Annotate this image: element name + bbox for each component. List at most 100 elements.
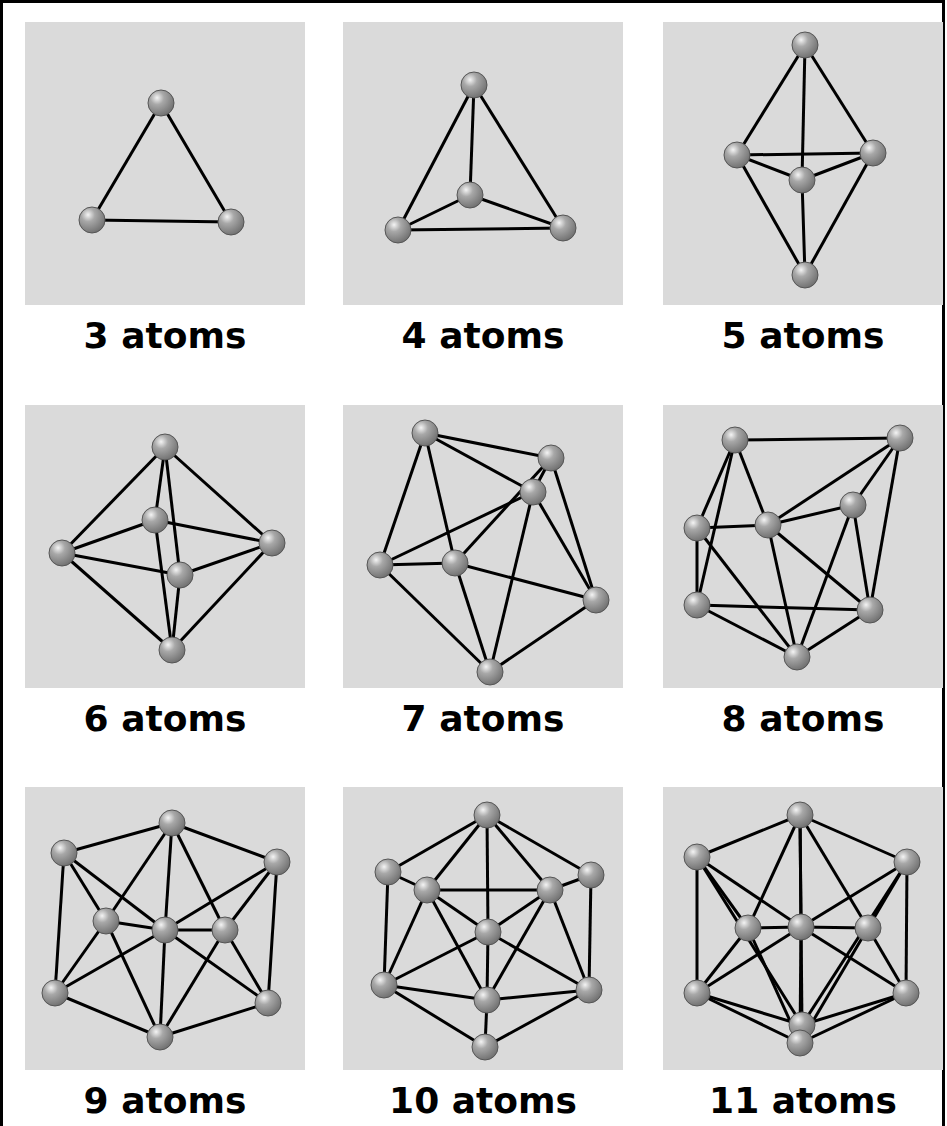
- bond-line: [165, 447, 180, 575]
- bond-line: [106, 823, 172, 921]
- bond-line: [487, 890, 550, 1000]
- panel-background: [343, 22, 623, 305]
- atom-sphere: [788, 914, 814, 940]
- bond-line: [802, 180, 805, 275]
- bond-line: [735, 438, 900, 440]
- atom-sphere: [784, 644, 810, 670]
- cluster-illustration: [663, 787, 943, 1070]
- atom-sphere: [538, 445, 564, 471]
- bond-line: [384, 985, 487, 1000]
- bond-line: [398, 85, 474, 230]
- atom-sphere: [93, 908, 119, 934]
- panel-background: [25, 405, 305, 688]
- bond-line: [805, 153, 873, 275]
- atom-sphere: [860, 140, 886, 166]
- cluster-caption: 10 atoms: [343, 1081, 623, 1121]
- atom-sphere: [461, 72, 487, 98]
- cluster-panel: 4 atoms: [343, 22, 623, 356]
- panel-background: [343, 405, 623, 688]
- bond-line: [62, 553, 180, 575]
- atom-sphere: [550, 215, 576, 241]
- cluster-caption: 11 atoms: [663, 1081, 943, 1121]
- bond-line: [155, 520, 172, 650]
- bond-line: [62, 520, 155, 553]
- bond-line: [92, 103, 161, 220]
- atom-sphere: [894, 849, 920, 875]
- bond-line: [55, 930, 165, 993]
- atom-sphere: [722, 427, 748, 453]
- bond-line: [735, 440, 768, 525]
- bond-line: [384, 985, 485, 1047]
- bond-line: [55, 853, 64, 993]
- bond-line: [697, 528, 797, 657]
- atom-sphere: [583, 587, 609, 613]
- bond-line: [800, 815, 868, 928]
- bond-line: [697, 605, 797, 657]
- bond-line: [697, 605, 870, 610]
- bond-line: [384, 872, 388, 985]
- atom-sphere: [49, 540, 75, 566]
- atom-sphere: [412, 420, 438, 446]
- panel-background: [663, 22, 943, 305]
- atom-sphere: [684, 592, 710, 618]
- atom-sphere: [79, 207, 105, 233]
- atom-sphere: [42, 980, 68, 1006]
- bond-line: [697, 857, 802, 1025]
- bond-line: [160, 930, 165, 1037]
- atom-sphere: [475, 919, 501, 945]
- bond-line: [801, 927, 906, 993]
- bond-line: [697, 993, 800, 1043]
- atom-sphere: [578, 862, 604, 888]
- atom-sphere: [755, 512, 781, 538]
- cluster-illustration: [25, 405, 305, 688]
- atom-sphere: [472, 1034, 498, 1060]
- atom-sphere: [684, 980, 710, 1006]
- cluster-panel: 9 atoms: [25, 787, 305, 1121]
- atom-sphere: [787, 802, 813, 828]
- bond-line: [388, 815, 487, 872]
- bond-line: [551, 458, 596, 600]
- bond-line: [737, 153, 873, 155]
- bond-line: [165, 823, 172, 930]
- bond-line: [384, 890, 427, 985]
- cluster-illustration: [663, 22, 943, 305]
- cluster-caption: 8 atoms: [663, 699, 943, 739]
- atom-sphere: [855, 915, 881, 941]
- cluster-panel: 5 atoms: [663, 22, 943, 356]
- cluster-panel: 11 atoms: [663, 787, 943, 1121]
- bond-line: [165, 447, 272, 543]
- cluster-illustration: [25, 787, 305, 1070]
- panel-background: [25, 22, 305, 305]
- bond-line: [488, 932, 589, 990]
- bond-line: [427, 889, 550, 892]
- bond-line: [802, 993, 906, 1025]
- atom-sphere: [520, 479, 546, 505]
- cluster-illustration: [663, 405, 943, 688]
- bond-line: [165, 930, 268, 1003]
- bond-line: [768, 438, 900, 525]
- bond-line: [487, 815, 488, 932]
- bond-line: [797, 505, 853, 657]
- atom-sphere: [159, 637, 185, 663]
- bond-line: [172, 543, 272, 650]
- bond-line: [425, 433, 551, 458]
- bond-line: [427, 890, 487, 1000]
- bond-line: [853, 505, 870, 610]
- bond-line: [427, 815, 487, 890]
- cluster-caption: 6 atoms: [25, 699, 305, 739]
- bond-line: [92, 220, 231, 222]
- cluster-caption: 3 atoms: [25, 316, 305, 356]
- atom-sphere: [255, 990, 281, 1016]
- bond-line: [801, 862, 907, 927]
- atom-sphere: [474, 987, 500, 1013]
- atom-sphere: [414, 877, 440, 903]
- cluster-panel: 8 atoms: [663, 405, 943, 739]
- cluster-panel: 7 atoms: [343, 405, 623, 739]
- cluster-caption: 7 atoms: [343, 699, 623, 739]
- bond-line: [802, 45, 805, 180]
- bond-line: [384, 932, 488, 985]
- bond-line: [550, 890, 589, 990]
- atom-sphere: [735, 915, 761, 941]
- atom-sphere: [442, 550, 468, 576]
